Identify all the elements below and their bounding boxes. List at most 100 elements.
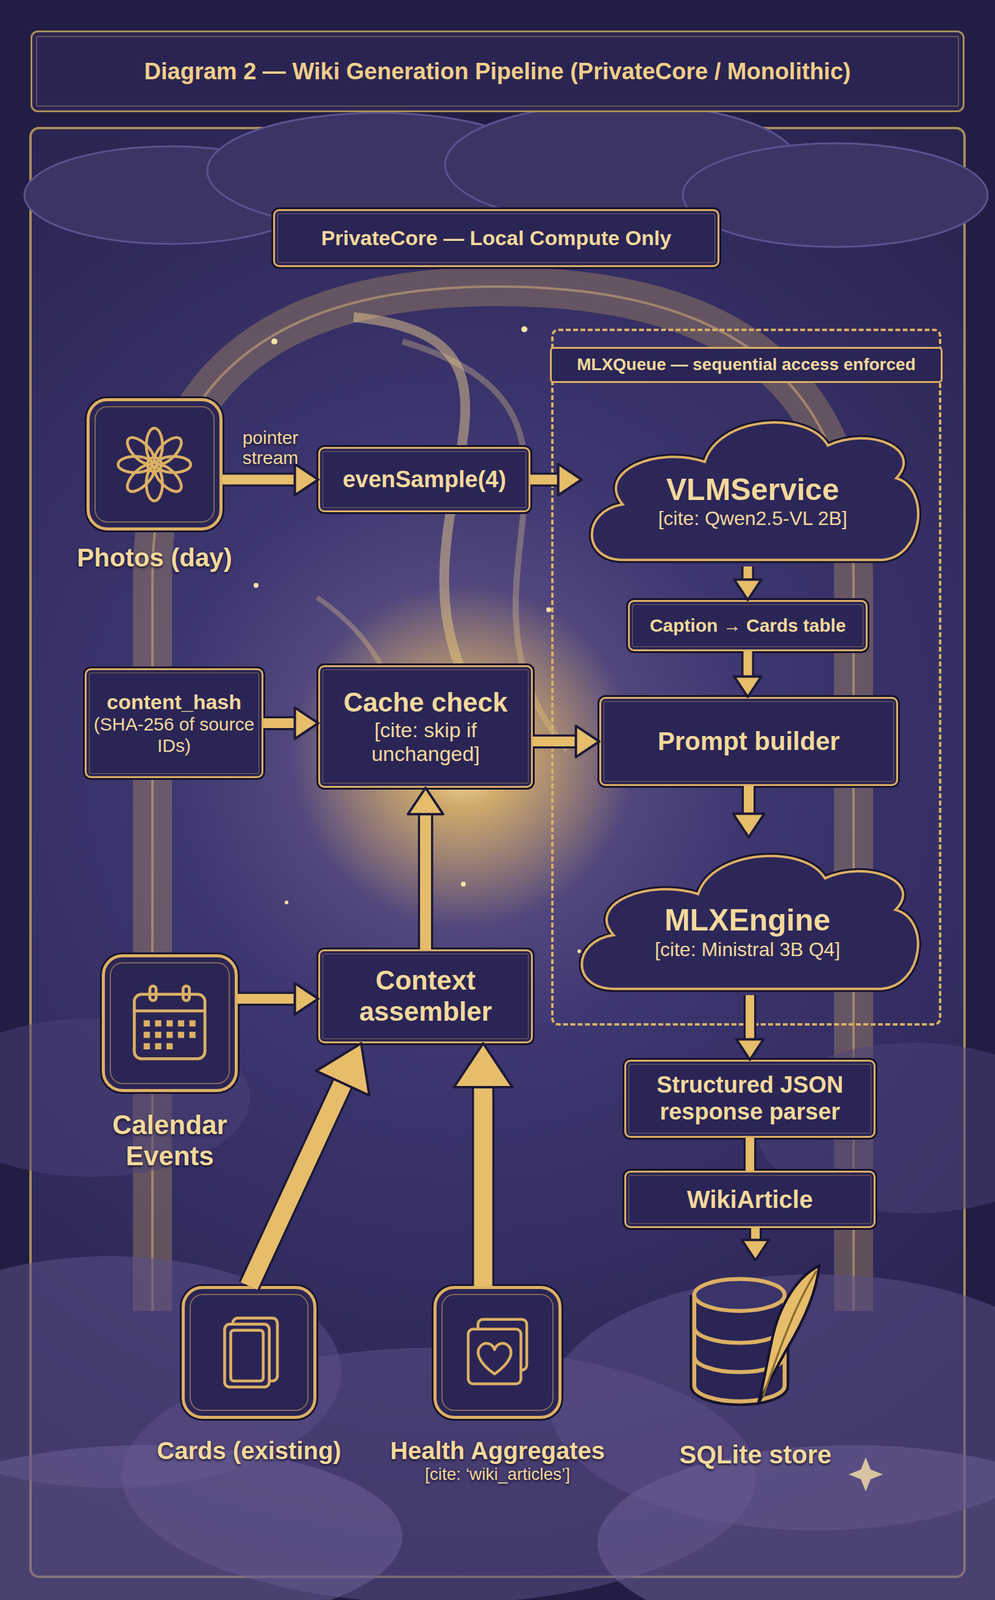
cloud [682, 143, 988, 247]
star [546, 607, 552, 613]
card [224, 1323, 270, 1387]
arrow-head [736, 1038, 764, 1060]
service-name-note: [cite: Qwen2.5-VL 2B] [657, 507, 847, 530]
arrow-shaft [751, 1227, 760, 1240]
process-box: content_hash(SHA-256 of source IDs) [84, 668, 264, 778]
icon-caption: Photos (day) [76, 543, 232, 573]
icon-caption: Calendar Events [90, 1109, 250, 1172]
arrow-outline [249, 1082, 344, 1286]
box-label-note: (SHA-256 of source IDs) [92, 713, 256, 757]
calendar-day [166, 1019, 173, 1027]
flow-arrow [749, 1137, 751, 1171]
cards-source: Cards (existing) [181, 1285, 317, 1419]
flow-arrow [454, 1043, 513, 1286]
calendar-icon [117, 970, 222, 1077]
card [468, 1329, 521, 1384]
process-box: Caption → Cards table [627, 599, 868, 652]
arrow-shaft [743, 785, 754, 814]
model-service-cloud: MLXEngine[cite: Ministral 3B Q4] [571, 837, 924, 995]
arrow-shaft [249, 1082, 344, 1286]
queue-group: MLXQueue — sequential access enforcedVLM… [551, 328, 942, 1026]
arrow-shaft [745, 995, 755, 1039]
source-label-note: [cite: ‘wiki_articles’] [424, 1464, 571, 1484]
star [253, 582, 259, 588]
flow-arrow [263, 707, 319, 739]
box-label: WikiArticle [687, 1185, 813, 1214]
arrow-outline [530, 472, 559, 487]
star [848, 1457, 883, 1492]
star [577, 949, 582, 953]
arrow-outline [741, 785, 757, 814]
flower-center [147, 457, 162, 472]
calendar-day [143, 1031, 150, 1038]
arrow-outline [222, 472, 296, 487]
process-box: Prompt builder [599, 696, 899, 786]
calendar-day [143, 1019, 150, 1027]
arrow-head [407, 787, 444, 814]
calendar-day [178, 1019, 185, 1027]
quill [757, 1265, 819, 1405]
cloud-fill [581, 855, 918, 989]
model-service-cloud: VLMService[cite: Qwen2.5-VL 2B] [581, 402, 924, 567]
arrow-outline [263, 716, 296, 731]
process-box: PrivateCore — Local Compute Only [273, 209, 720, 268]
flow-arrow [530, 463, 582, 496]
calendar-source: Calendar Events [101, 954, 238, 1092]
arrow-shaft [222, 474, 296, 485]
flow-arrow [736, 995, 764, 1060]
box-label: PrivateCore — Local Compute Only [321, 226, 672, 250]
source-label: SQLite store [679, 1440, 832, 1470]
process-box: Cache check[cite: skip if unchanged] [318, 665, 533, 788]
box-label: Cache check [343, 687, 508, 719]
arrow-head [295, 463, 319, 496]
arrow-outline [741, 651, 755, 677]
service-name-note: [cite: Ministral 3B Q4] [654, 938, 841, 961]
health-icon [448, 1301, 547, 1403]
icon-caption: SQLite store [679, 1440, 832, 1470]
arrow-shaft [743, 651, 753, 677]
cloud-outline [592, 422, 919, 560]
arrow-head [734, 579, 762, 600]
arrow-head [558, 463, 582, 496]
database-icon [688, 1260, 822, 1414]
photos-icon [102, 413, 207, 516]
flow-arrow [532, 725, 600, 757]
flow-arrow [741, 1227, 770, 1261]
cards-icon [197, 1301, 301, 1403]
source-label: Health Aggregates [390, 1436, 605, 1465]
glow [292, 585, 635, 927]
arrow-shaft [530, 474, 559, 485]
service-name: MLXEngine [664, 902, 831, 939]
star [460, 881, 466, 887]
arrow-outline [741, 566, 755, 580]
star [271, 338, 278, 345]
icon-caption: Cards (existing) [156, 1436, 341, 1465]
arrow-outline [743, 1137, 757, 1171]
calendar-bar [134, 1009, 206, 1013]
flow-arrow [237, 982, 319, 1014]
box-label: Prompt builder [657, 726, 841, 757]
arrow-outline [418, 813, 434, 950]
card-inner [231, 1329, 264, 1381]
flow-arrow [732, 785, 764, 838]
cloud [0, 1444, 403, 1600]
arrow-shaft [420, 813, 432, 950]
arrow-shaft [743, 566, 753, 580]
calendar-day [155, 1031, 162, 1038]
calendar-day [155, 1042, 162, 1049]
icon-caption: Health Aggregates[cite: ‘wiki_articles’] [390, 1436, 605, 1484]
arrow-shaft [532, 736, 577, 747]
box-label: Context assembler [326, 965, 525, 1027]
box-label-note: [cite: skip if unchanged] [326, 718, 525, 766]
arrow-shaft [474, 1087, 493, 1286]
flow-arrow [734, 566, 762, 600]
cylinder-top [694, 1279, 785, 1311]
calendar-day [189, 1031, 196, 1038]
sqlite-store: SQLite store [688, 1260, 822, 1414]
cloud-fill [592, 422, 919, 560]
process-box: Structured JSON response parser [624, 1059, 876, 1138]
arrow-head [576, 725, 600, 757]
process-box: evenSample(4) [318, 446, 531, 513]
